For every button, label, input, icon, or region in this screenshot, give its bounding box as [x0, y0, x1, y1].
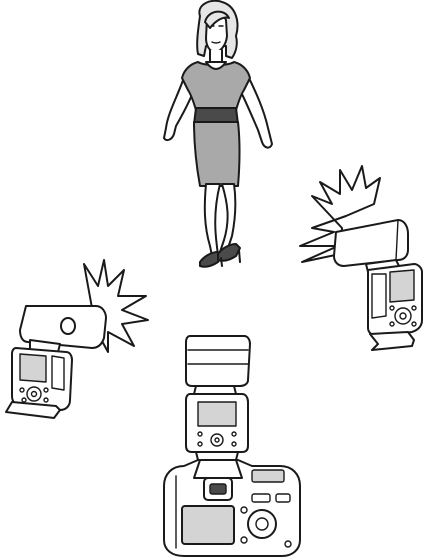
- left-speedlite: [6, 260, 148, 418]
- right-speedlite: [300, 166, 422, 350]
- woman-figure-icon: [164, 1, 272, 267]
- dslr-camera-with-flash-icon: [164, 336, 300, 556]
